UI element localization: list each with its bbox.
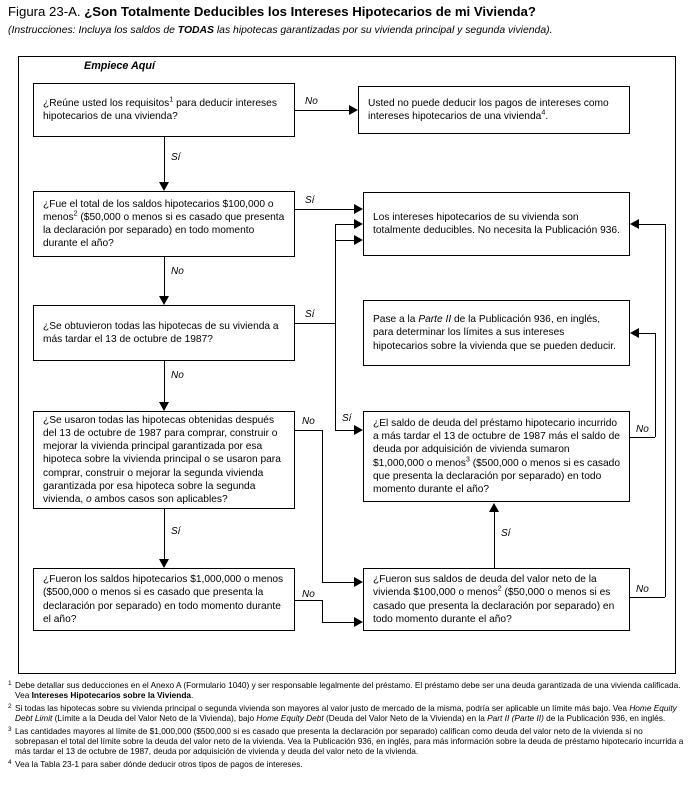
edge-q4-no-hline (295, 430, 322, 431)
node-r2: Los intereses hipotecarios de su viviend… (363, 192, 630, 256)
edge-q3-si-arrow (354, 219, 363, 229)
edge-q6-no-hline (295, 600, 322, 601)
edge-q7-no-hline (630, 597, 665, 598)
edge-q7-no-vline (665, 224, 666, 597)
edge-q3-si-hline2 (335, 224, 354, 225)
edge-q4-si-vline (335, 240, 336, 430)
node-q4-text: ¿Se usaron todas las hipotecas obtenidas… (43, 414, 281, 506)
edge-label-q4-no: No (300, 416, 317, 427)
node-q3: ¿Se obtuvieron todas las hipotecas de su… (33, 305, 295, 361)
edge-q6-no-arrow (354, 617, 363, 627)
edge-q2-no-arrow (159, 296, 169, 305)
edge-q4-si-down (164, 509, 165, 559)
node-q1-text: ¿Reúne usted los requisitos1 para deduci… (43, 94, 277, 122)
node-q7: ¿Fueron sus saldos de deuda del valor ne… (363, 568, 630, 631)
node-q5-text: ¿El saldo de deuda del préstamo hipoteca… (373, 417, 620, 495)
footnote-4-num: 4 (8, 758, 12, 766)
edge-label-q4-si: Sí (340, 413, 354, 424)
figure-subtitle: (Instrucciones: Incluya los saldos de TO… (8, 24, 688, 37)
edge-q7-no-hline2 (639, 224, 665, 225)
edge-label-q3-no: No (169, 370, 186, 381)
footnote-1-num: 1 (8, 680, 12, 687)
figure-title-text: ¿Son Totalmente Deducibles los Intereses… (84, 4, 536, 19)
figure-label: Figura 23-A. (8, 4, 81, 19)
edge-label-q1-no: No (303, 96, 320, 107)
edge-label-q4-si-down: Sí (169, 526, 183, 537)
node-q6: ¿Fueron los saldos hipotecarios $1,000,0… (33, 568, 295, 631)
edge-q2-si-arrow (354, 204, 363, 214)
edge-q4-no-vline (322, 430, 323, 582)
edge-label-q3-si: Sí (303, 309, 317, 320)
edge-label-q5-no: No (634, 424, 651, 435)
edge-label-q2-si: Sí (303, 195, 317, 206)
edge-q6-no-hline2 (322, 622, 354, 623)
footnote-2-text: Si todas las hipotecas sobre su vivienda… (15, 702, 677, 724)
footnote-4-text: Vea la Tabla 23-1 para saber dónde deduc… (15, 758, 303, 769)
edge-q1-no-line (295, 110, 349, 111)
footnote-1-text: Debe detallar sus deducciones en el Anex… (15, 680, 681, 701)
edge-q3-no-line (164, 361, 165, 402)
edge-q5-no-arrow (630, 328, 639, 338)
edge-q3-no-arrow (159, 402, 169, 411)
edge-q1-si-arrow (159, 182, 169, 191)
edge-q5-no-hline2 (639, 333, 655, 334)
edge-q4-no-arrow (354, 577, 363, 587)
edge-q2-no-line (164, 257, 165, 296)
edge-q5-no-hline (630, 437, 655, 438)
figure-subtitle-bold: TODAS (177, 25, 214, 36)
edge-q6-si-arrow (489, 503, 499, 512)
node-q2: ¿Fue el total de los saldos hipotecarios… (33, 191, 295, 257)
edge-q5-no-vline (655, 333, 656, 437)
footnote-3-num: 3 (8, 725, 12, 733)
figure-title: Figura 23-A. ¿Son Totalmente Deducibles … (8, 4, 688, 20)
edge-q6-si-vline (494, 512, 495, 568)
edge-label-q1-si: Sí (169, 152, 183, 163)
edge-q4-si-hline-top (335, 240, 354, 241)
footnote-2-num: 2 (8, 702, 12, 710)
edge-q4-si-down-arrow (159, 559, 169, 568)
edge-q4-si-arrow-q5 (354, 425, 363, 435)
edge-q4-si-arrow-top (354, 235, 363, 245)
edge-label-q2-no: No (169, 266, 186, 277)
edge-q1-si-line (164, 137, 165, 182)
edge-q7-no-arrow (630, 219, 639, 229)
edge-label-q6-si: Sí (499, 528, 513, 539)
edge-q3-si-hline (295, 323, 335, 324)
start-here-label: Empiece Aquí (84, 60, 155, 72)
edge-q2-si-line (295, 209, 354, 210)
node-r2-text: Los intereses hipotecarios de su viviend… (373, 211, 620, 236)
edge-q6-no-vline (322, 600, 323, 622)
node-q7-text: ¿Fueron sus saldos de deuda del valor ne… (373, 574, 615, 625)
node-q3-text: ¿Se obtuvieron todas las hipotecas de su… (43, 320, 279, 345)
node-q2-text: ¿Fue el total de los saldos hipotecarios… (43, 198, 285, 250)
edge-q4-no-hline2 (322, 582, 354, 583)
figure-subtitle-pre: (Instrucciones: Incluya los saldos de (8, 25, 178, 36)
node-q6-text: ¿Fueron los saldos hipotecarios $1,000,0… (43, 574, 284, 625)
footnote-3-text: Las cantidades mayores al límite de $1,0… (15, 725, 684, 757)
edge-label-q6-no: No (300, 589, 317, 600)
node-r1-text: Usted no puede deducir los pagos de inte… (368, 97, 609, 122)
node-r3: Pase a la Parte II de la Publicación 936… (363, 300, 630, 366)
figure-subtitle-post: las hipotecas garantizadas por su vivien… (213, 25, 553, 36)
edge-label-q7-no: No (634, 584, 651, 595)
node-q5: ¿El saldo de deuda del préstamo hipoteca… (363, 411, 630, 502)
node-r1: Usted no puede deducir los pagos de inte… (358, 86, 630, 134)
node-r3-text: Pase a la Parte II de la Publicación 936… (373, 314, 616, 352)
node-q1: ¿Reúne usted los requisitos1 para deduci… (33, 83, 295, 137)
node-q4: ¿Se usaron todas las hipotecas obtenidas… (33, 411, 295, 509)
edge-q1-no-arrow (349, 105, 358, 115)
edge-q4-si-hline-bot (335, 430, 354, 431)
